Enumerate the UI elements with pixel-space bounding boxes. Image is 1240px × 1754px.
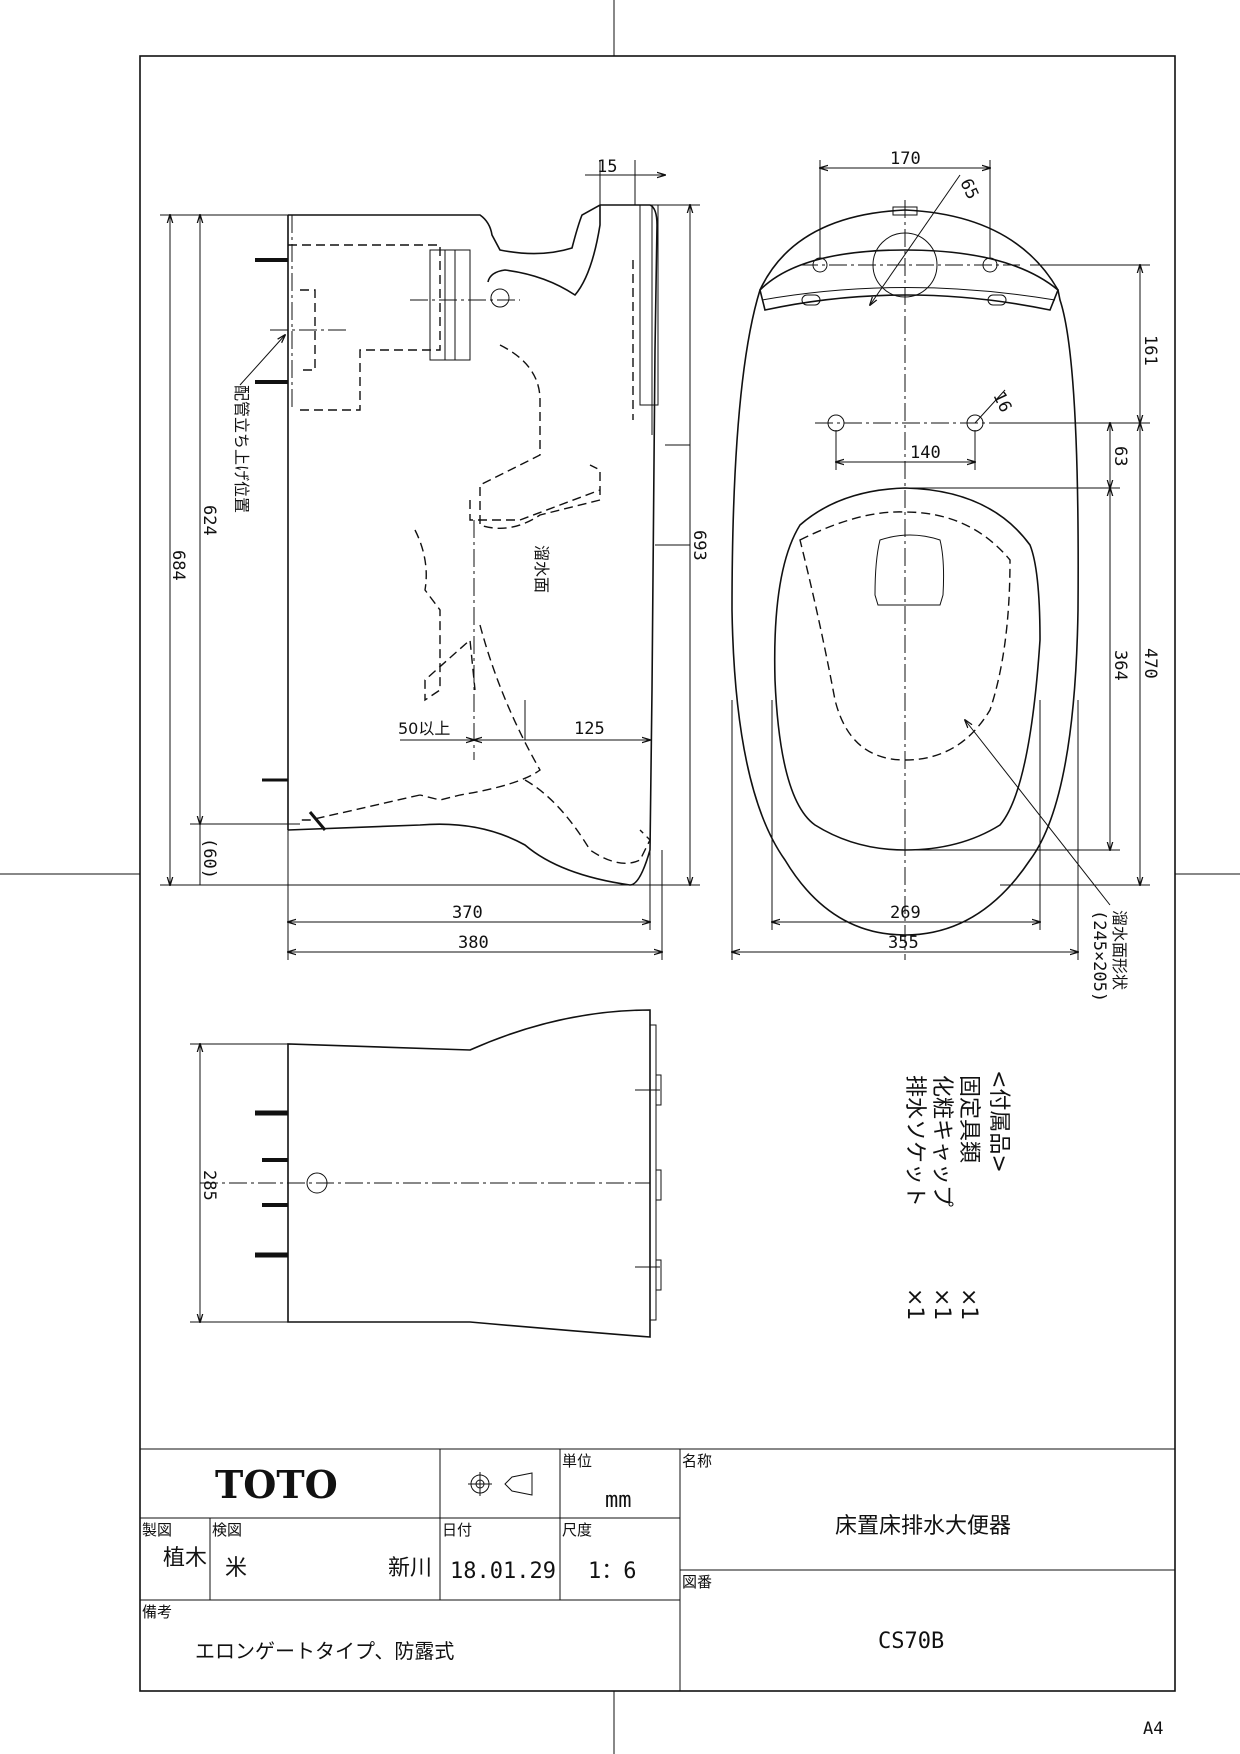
dim-380: 380: [458, 933, 489, 953]
drawing-no-label: 図番: [682, 1573, 712, 1591]
dim-140: 140: [910, 443, 941, 463]
dim-269: 269: [890, 903, 921, 923]
dim-285: 285: [199, 1170, 219, 1201]
dim-16: 16: [988, 389, 1015, 416]
remarks-value: エロンゲートタイプ、防露式: [195, 1639, 454, 1663]
accessory-name-2: 化粧キャップ: [929, 1075, 954, 1207]
accessory-name-3: 排水ソケット: [902, 1075, 927, 1207]
sheet-size: A4: [1143, 1719, 1163, 1739]
toto-logo: TOTO: [215, 1462, 338, 1507]
dim-65: 65: [955, 176, 982, 203]
dim-60: (60): [199, 838, 219, 879]
dim-693: 693: [689, 530, 709, 561]
dim-125: 125: [574, 719, 605, 739]
dim-50-or-more: 50以上: [398, 719, 450, 738]
name-value: 床置床排水大便器: [835, 1514, 1011, 1539]
dim-364: 364: [1110, 650, 1130, 681]
accessory-qty-3: ×1: [902, 1288, 927, 1320]
title-block: [140, 1448, 1175, 1691]
checked-label: 検図: [212, 1521, 242, 1539]
scale-value: 1：6: [588, 1559, 637, 1584]
accessory-qty-1: ×1: [956, 1288, 981, 1320]
drawn-label: 製図: [142, 1521, 172, 1539]
unit-label: 単位: [562, 1452, 592, 1470]
pipe-position-label: 配管立ち上げ位置: [232, 385, 251, 513]
water-shape-label: 溜水面形状: [1110, 910, 1129, 990]
checked-by-1: 米: [225, 1556, 247, 1581]
dim-470: 470: [1140, 648, 1160, 679]
dim-63: 63: [1110, 446, 1130, 466]
date-label: 日付: [442, 1521, 472, 1539]
dim-624: 624: [199, 505, 219, 536]
dim-161: 161: [1140, 335, 1160, 366]
water-shape-size: (245×205): [1089, 910, 1109, 1002]
side-view: [160, 160, 700, 960]
bottom-view: [190, 1009, 662, 1338]
accessory-name-1: 固定具類: [956, 1075, 981, 1163]
dim-370: 370: [452, 903, 483, 923]
name-label: 名称: [682, 1452, 712, 1470]
top-view: [732, 160, 1150, 960]
scale-label: 尺度: [562, 1521, 592, 1539]
dim-15: 15: [597, 157, 617, 177]
accessory-qty-2: ×1: [929, 1288, 954, 1320]
dim-170: 170: [890, 149, 921, 169]
accessories-heading: <付属品>: [986, 1070, 1011, 1173]
dim-684: 684: [168, 550, 188, 581]
date-value: 18.01.29: [450, 1559, 556, 1584]
drawing-no-value: CS70B: [878, 1629, 944, 1654]
water-surface-label: 溜水面: [532, 545, 551, 593]
checked-by-2: 新川: [388, 1556, 432, 1581]
unit-value: mm: [605, 1488, 632, 1513]
remarks-label: 備考: [142, 1603, 172, 1621]
drawn-by: 植木: [163, 1546, 207, 1571]
accessories-list: <付属品> 固定具類 化粧キャップ 排水ソケット ×1 ×1 ×1: [902, 1070, 1011, 1320]
dim-355: 355: [888, 933, 919, 953]
